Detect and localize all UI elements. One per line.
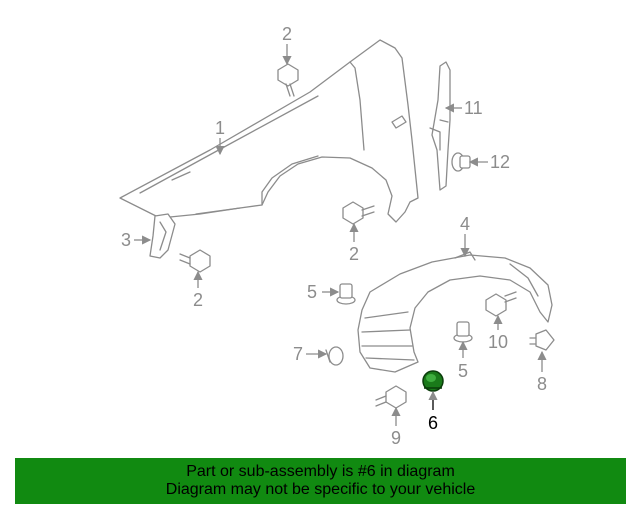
callout-2-left: 2 — [193, 290, 203, 310]
clip-part-7 — [325, 346, 344, 366]
banner-line-disclaimer: Diagram may not be specific to your vehi… — [165, 481, 476, 498]
leader-lines — [134, 44, 547, 426]
callout-12: 12 — [490, 152, 510, 172]
clip-part-8 — [529, 329, 555, 351]
bracket-part-3 — [149, 213, 176, 259]
callout-7: 7 — [293, 344, 303, 364]
callout-6-highlighted: 6 — [428, 413, 438, 433]
callout-11: 11 — [464, 98, 483, 118]
highlighted-part-6[interactable] — [422, 370, 444, 392]
callout-9: 9 — [391, 428, 401, 448]
callout-2-middle: 2 — [349, 244, 359, 264]
callout-3: 3 — [121, 230, 131, 250]
banner-line-part-info: Part or sub-assembly is #6 in diagram — [186, 463, 455, 480]
clip-part-12 — [451, 152, 471, 172]
fastener-part-5-right — [453, 321, 473, 343]
bracket-part-11 — [429, 61, 451, 191]
bolt-part-9 — [375, 385, 407, 409]
bolt-part-2-left — [179, 249, 211, 273]
bolt-part-2-top — [277, 63, 299, 97]
exploded-parts-diagram: 2 1 11 12 3 2 2 4 5 5 7 10 8 6 9 — [119, 24, 555, 448]
callout-2-top: 2 — [282, 24, 292, 44]
callout-5-right: 5 — [458, 361, 468, 381]
fender-part — [119, 39, 419, 223]
callout-10: 10 — [488, 332, 508, 352]
callout-5-left: 5 — [307, 282, 317, 302]
fastener-part-5-left — [336, 283, 356, 305]
callout-4: 4 — [460, 214, 470, 234]
callout-8: 8 — [537, 374, 547, 394]
fender-liner-part-4 — [357, 251, 553, 373]
bolt-part-10 — [485, 291, 517, 317]
callout-1: 1 — [215, 118, 225, 138]
info-banner: Part or sub-assembly is #6 in diagram Di… — [15, 458, 626, 504]
bolt-part-2-middle — [342, 201, 375, 225]
